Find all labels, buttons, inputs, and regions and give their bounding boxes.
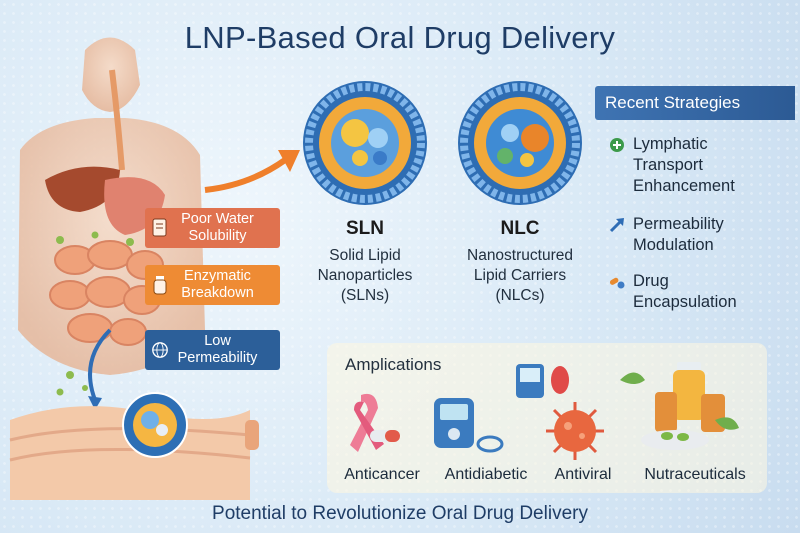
- nlc-abbr: NLC: [500, 218, 540, 239]
- sln-full-line: Nanoparticles: [317, 267, 413, 284]
- sln-particle: [303, 81, 427, 205]
- challenge-label: Poor Water Solubility: [181, 211, 254, 244]
- challenge-label: Enzymatic Breakdown: [181, 268, 254, 301]
- bottle-icon: [153, 276, 167, 295]
- strategy-encapsulation: Drug Encapsulation: [633, 271, 737, 313]
- challenge-low-permeability: Low Permeability: [145, 330, 280, 370]
- globe-icon: [152, 342, 168, 358]
- nlc-full-line: Nanostructured: [467, 247, 573, 264]
- strategy-line: Permeability: [633, 215, 724, 233]
- challenge-label: Low Permeability: [177, 333, 258, 366]
- pills-icon: [609, 277, 625, 289]
- sln-full-line: (SLNs): [340, 287, 390, 304]
- device-icon: [516, 364, 569, 398]
- strategy-line: Transport: [633, 156, 703, 174]
- supplements-icon: [620, 362, 739, 450]
- nlc-full-line: (NLCs): [495, 287, 545, 304]
- strategy-line: Enhancement: [633, 177, 735, 195]
- strategy-line: Encapsulation: [633, 293, 737, 311]
- application-antidiabetic: Antidiabetic: [444, 466, 528, 483]
- arrow-up-icon: [609, 218, 624, 233]
- recent-strategies-panel: Recent Strategies Lymphatic Transport En…: [585, 82, 797, 318]
- glucose-meter-icon: [434, 398, 504, 453]
- strategies-title: Recent Strategies: [595, 86, 795, 120]
- document-icon: [152, 218, 167, 237]
- nlc-full-line: Lipid Carriers: [473, 267, 567, 284]
- human-body-illustration: [9, 37, 259, 500]
- application-antiviral: Antiviral: [554, 466, 612, 483]
- application-nutraceuticals: Nutraceuticals: [644, 466, 746, 483]
- plus-circle-icon: [610, 138, 624, 152]
- nlc-label: NLC Nanostructured Lipid Carriers (NLCs): [448, 218, 592, 306]
- strategy-line: Modulation: [633, 236, 714, 254]
- strategy-lymphatic: Lymphatic Transport Enhancement: [633, 134, 735, 197]
- sln-full-line: Solid Lipid: [329, 247, 401, 264]
- strategy-permeability: Permeability Modulation: [633, 214, 724, 256]
- strategy-line: Drug: [633, 272, 669, 290]
- virus-icon: [546, 402, 604, 460]
- nlc-particle: [458, 81, 582, 205]
- challenge-enzymatic-breakdown: Enzymatic Breakdown: [145, 265, 280, 305]
- application-anticancer: Anticancer: [344, 466, 420, 483]
- delivery-arrow: [204, 150, 300, 193]
- challenge-poor-water-solubility: Poor Water Solubility: [145, 208, 280, 248]
- sln-label: SLN Solid Lipid Nanoparticles (SLNs): [300, 218, 430, 306]
- applications-title: Amplications: [345, 355, 442, 374]
- page-title: LNP-Based Oral Drug Delivery: [184, 20, 616, 55]
- strategy-line: Lymphatic: [633, 135, 708, 153]
- footer-tagline: Potential to Revolutionize Oral Drug Del…: [212, 503, 588, 524]
- ribbon-icon: [350, 393, 400, 452]
- sln-abbr: SLN: [346, 218, 384, 239]
